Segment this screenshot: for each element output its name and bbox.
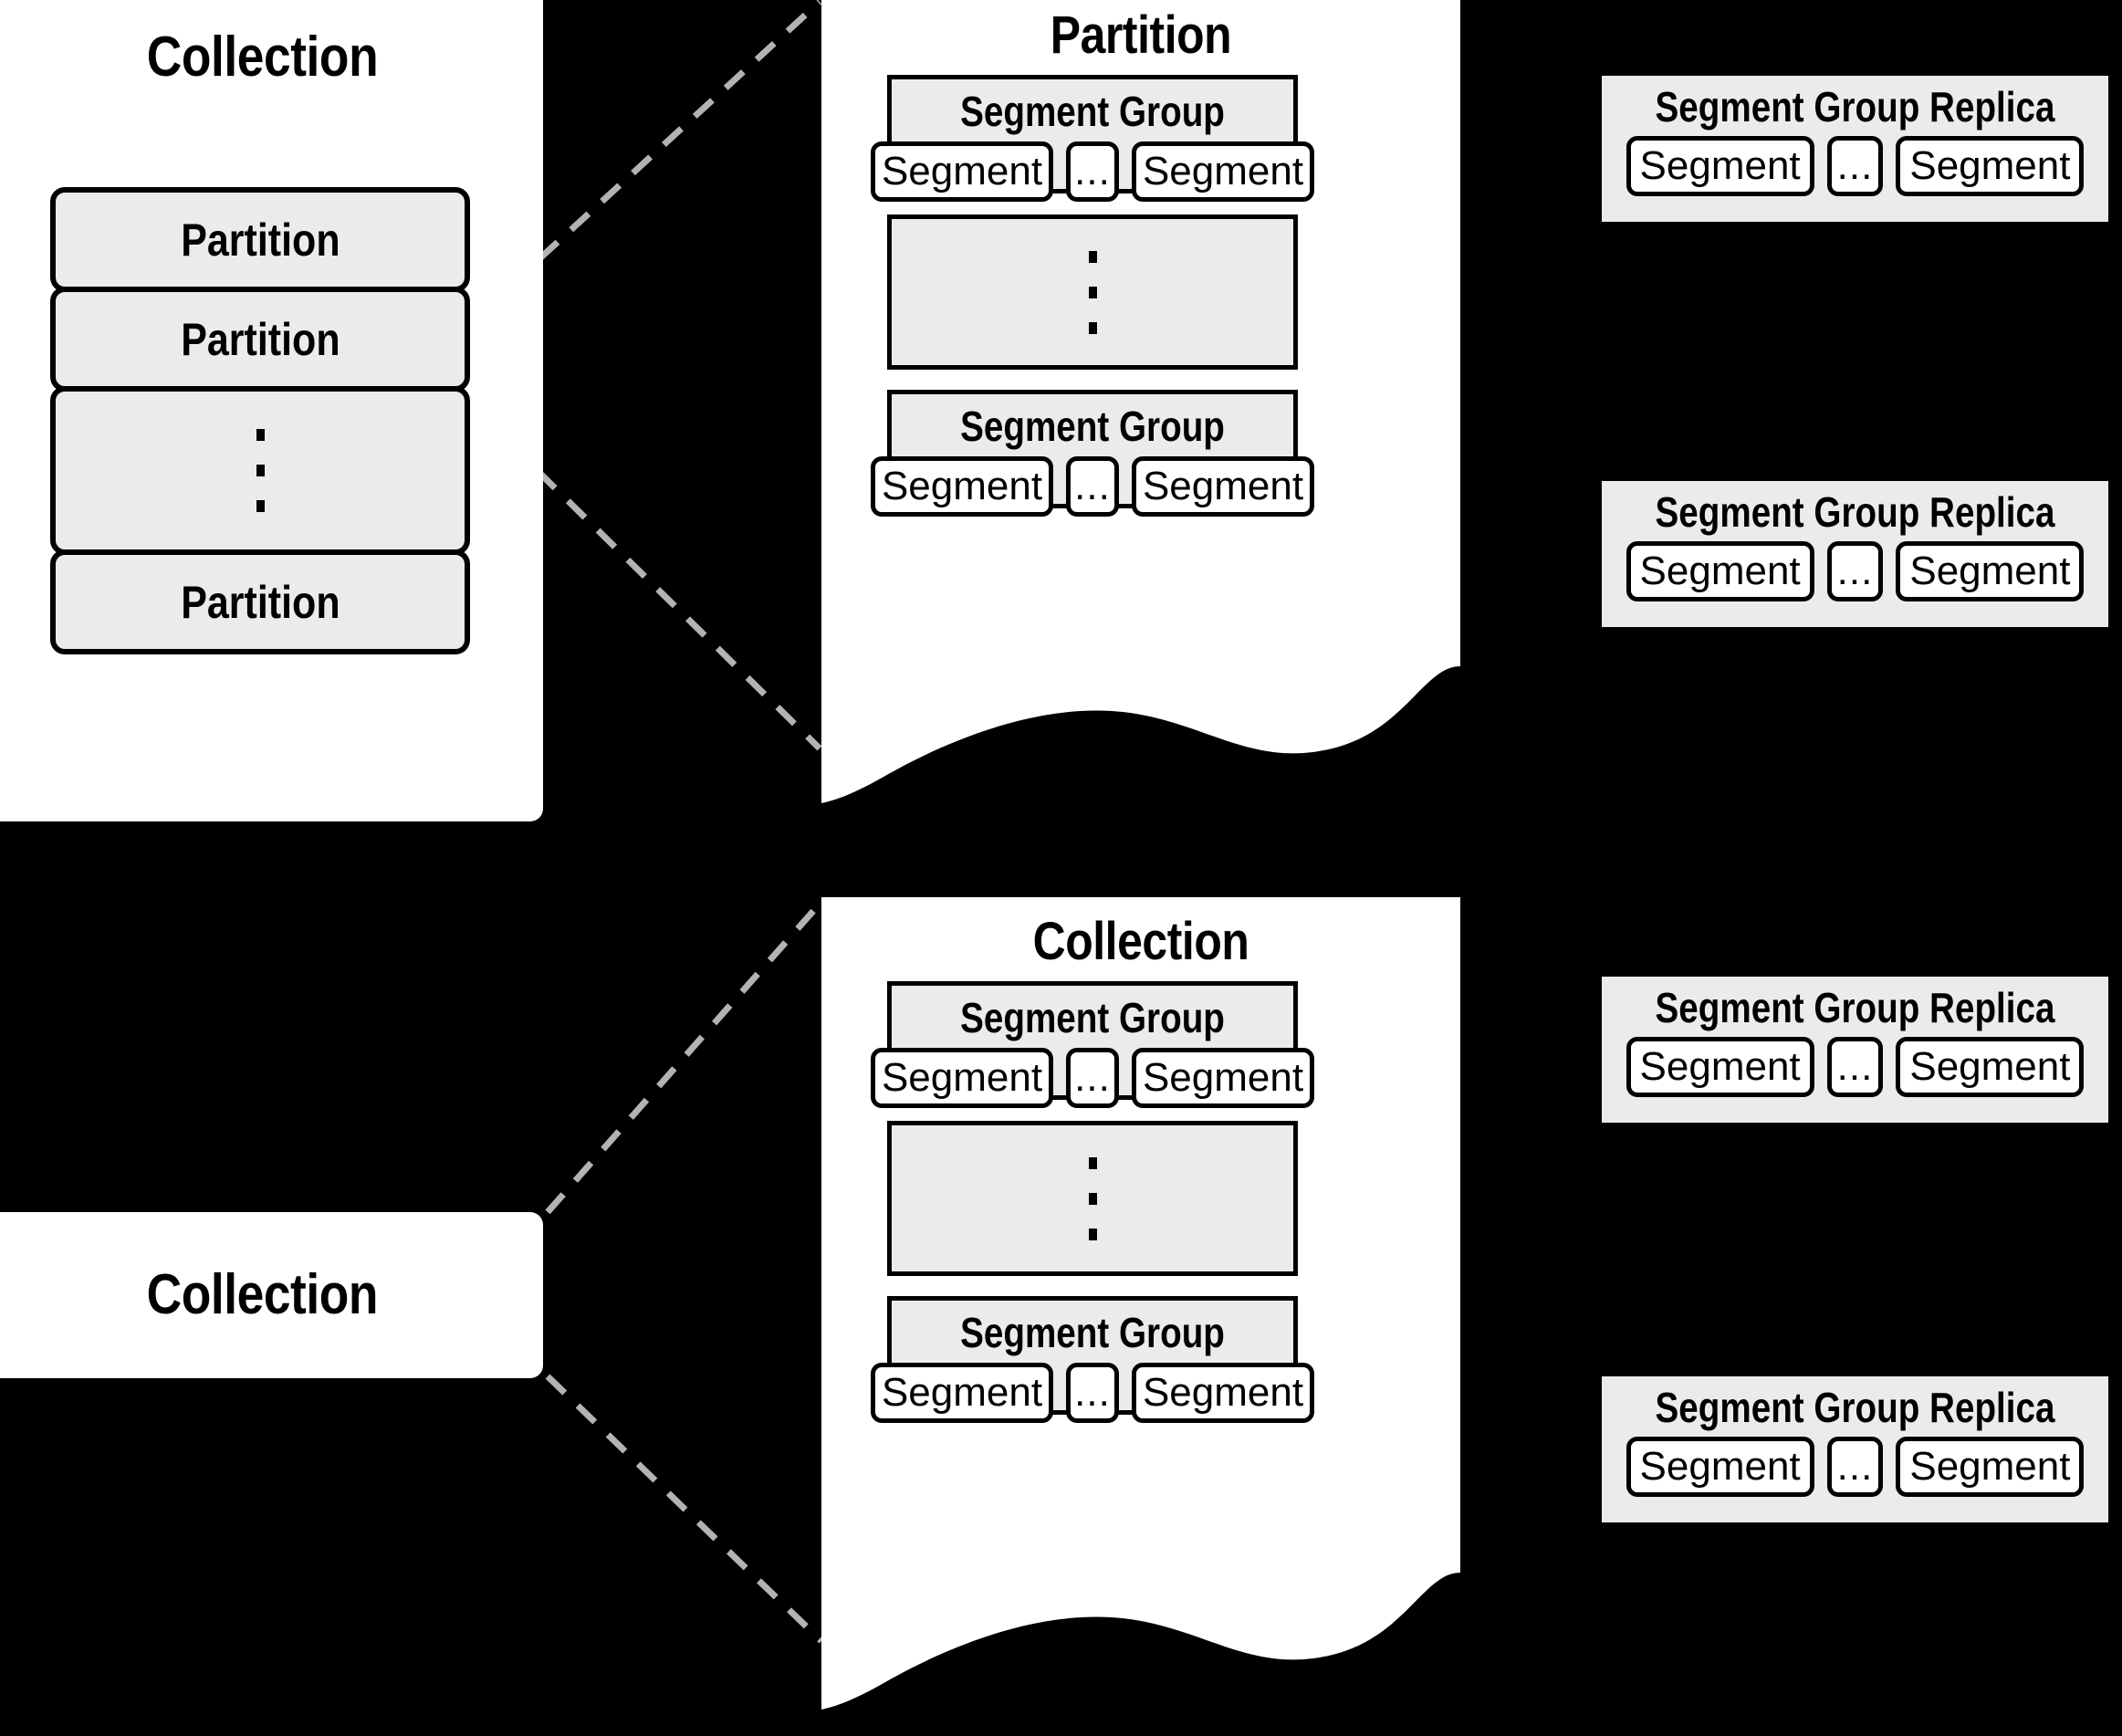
vertical-ellipsis-icon	[56, 392, 465, 549]
segment-row: Segment ... Segment	[871, 1048, 1314, 1108]
segment-box[interactable]: Segment	[871, 1363, 1053, 1423]
segment-group-title: Segment Group	[960, 994, 1225, 1041]
segment-group-title: Segment Group	[960, 1309, 1225, 1356]
segment-group-replica-title: Segment Group Replica	[1655, 984, 2055, 1031]
segment-row: Segment ... Segment	[1611, 1037, 2099, 1097]
segment-group-2[interactable]: Segment Group Segment ... Segment	[871, 1296, 1314, 1423]
partition-row-1[interactable]: Partition	[50, 187, 470, 292]
segment-group-1[interactable]: Segment Group Segment ... Segment	[871, 75, 1314, 202]
partition-panel[interactable]: Partition Segment Group Segment ... Segm…	[821, 0, 1460, 812]
segment-ellipsis-box: ...	[1826, 136, 1884, 196]
segment-box[interactable]: Segment	[1132, 456, 1314, 517]
segment-ellipsis-box: ...	[1826, 541, 1884, 601]
segment-box[interactable]: Segment	[871, 456, 1053, 517]
segment-ellipsis-box: ...	[1066, 1048, 1119, 1108]
segment-group-ellipsis	[887, 214, 1298, 370]
partition-list: Partition Partition Partition	[50, 187, 470, 654]
segment-group-replica-3[interactable]: Segment Group Replica Segment ... Segmen…	[1602, 977, 2108, 1123]
segment-box[interactable]: Segment	[1896, 1037, 2085, 1097]
segment-box[interactable]: Segment	[1896, 1437, 2085, 1497]
partition-panel-content: Partition Segment Group Segment ... Segm…	[821, 0, 1460, 517]
partition-row-label: Partition	[180, 214, 340, 266]
segment-group-replica-1[interactable]: Segment Group Replica Segment ... Segmen…	[1602, 76, 2108, 222]
segment-row: Segment ... Segment	[871, 1363, 1314, 1423]
segment-box[interactable]: Segment	[1132, 141, 1314, 202]
partition-row-label: Partition	[180, 576, 340, 628]
collection-panel[interactable]: Collection Segment Group Segment ... Seg…	[821, 897, 1460, 1719]
partition-panel-title: Partition	[1050, 5, 1232, 65]
segment-group-title: Segment Group	[960, 403, 1225, 450]
connector-bottom-upper	[545, 899, 824, 1215]
bottom-collection-card[interactable]: Collection	[0, 1212, 543, 1378]
segment-group-replica-2[interactable]: Segment Group Replica Segment ... Segmen…	[1602, 481, 2108, 627]
segment-group-1[interactable]: Segment Group Segment ... Segment	[871, 981, 1314, 1108]
segment-box[interactable]: Segment	[1896, 136, 2085, 196]
segment-ellipsis-box: ...	[1066, 141, 1119, 202]
segment-group-replica-title: Segment Group Replica	[1655, 488, 2055, 536]
segment-ellipsis-box: ...	[1826, 1437, 1884, 1497]
segment-box[interactable]: Segment	[1625, 541, 1814, 601]
connector-bottom-lower	[545, 1374, 824, 1644]
segment-row: Segment ... Segment	[871, 141, 1314, 202]
segment-box[interactable]: Segment	[1625, 1437, 1814, 1497]
partition-row-2[interactable]: Partition	[50, 287, 470, 392]
bottom-collection-title: Collection	[146, 1263, 379, 1326]
segment-box[interactable]: Segment	[1896, 541, 2085, 601]
segment-group-replica-title: Segment Group Replica	[1655, 1384, 2055, 1431]
segment-group-ellipsis	[887, 1121, 1298, 1276]
segment-box[interactable]: Segment	[1625, 1037, 1814, 1097]
segment-row: Segment ... Segment	[871, 456, 1314, 517]
segment-group-title: Segment Group	[960, 88, 1225, 135]
partition-row-ellipsis	[50, 386, 470, 555]
partition-row-label: Partition	[180, 313, 340, 365]
segment-row: Segment ... Segment	[1611, 1437, 2099, 1497]
segment-row: Segment ... Segment	[1611, 136, 2099, 196]
segment-ellipsis-box: ...	[1826, 1037, 1884, 1097]
top-collection-title: Collection	[146, 26, 379, 89]
segment-group-replica-4[interactable]: Segment Group Replica Segment ... Segmen…	[1602, 1376, 2108, 1522]
segment-box[interactable]: Segment	[1132, 1363, 1314, 1423]
segment-group-2[interactable]: Segment Group Segment ... Segment	[871, 390, 1314, 517]
partition-row-3[interactable]: Partition	[50, 549, 470, 654]
segment-box[interactable]: Segment	[1625, 136, 1814, 196]
segment-box[interactable]: Segment	[1132, 1048, 1314, 1108]
collection-panel-content: Collection Segment Group Segment ... Seg…	[821, 897, 1460, 1423]
vertical-ellipsis-icon	[892, 219, 1293, 365]
collection-panel-title: Collection	[1032, 912, 1249, 971]
segment-box[interactable]: Segment	[871, 1048, 1053, 1108]
segment-box[interactable]: Segment	[871, 141, 1053, 202]
vertical-ellipsis-icon	[892, 1125, 1293, 1271]
segment-ellipsis-box: ...	[1066, 1363, 1119, 1423]
segment-group-replica-title: Segment Group Replica	[1655, 83, 2055, 131]
segment-ellipsis-box: ...	[1066, 456, 1119, 517]
segment-row: Segment ... Segment	[1611, 541, 2099, 601]
top-collection-card[interactable]: Collection Partition Partition Partition	[0, 0, 543, 821]
